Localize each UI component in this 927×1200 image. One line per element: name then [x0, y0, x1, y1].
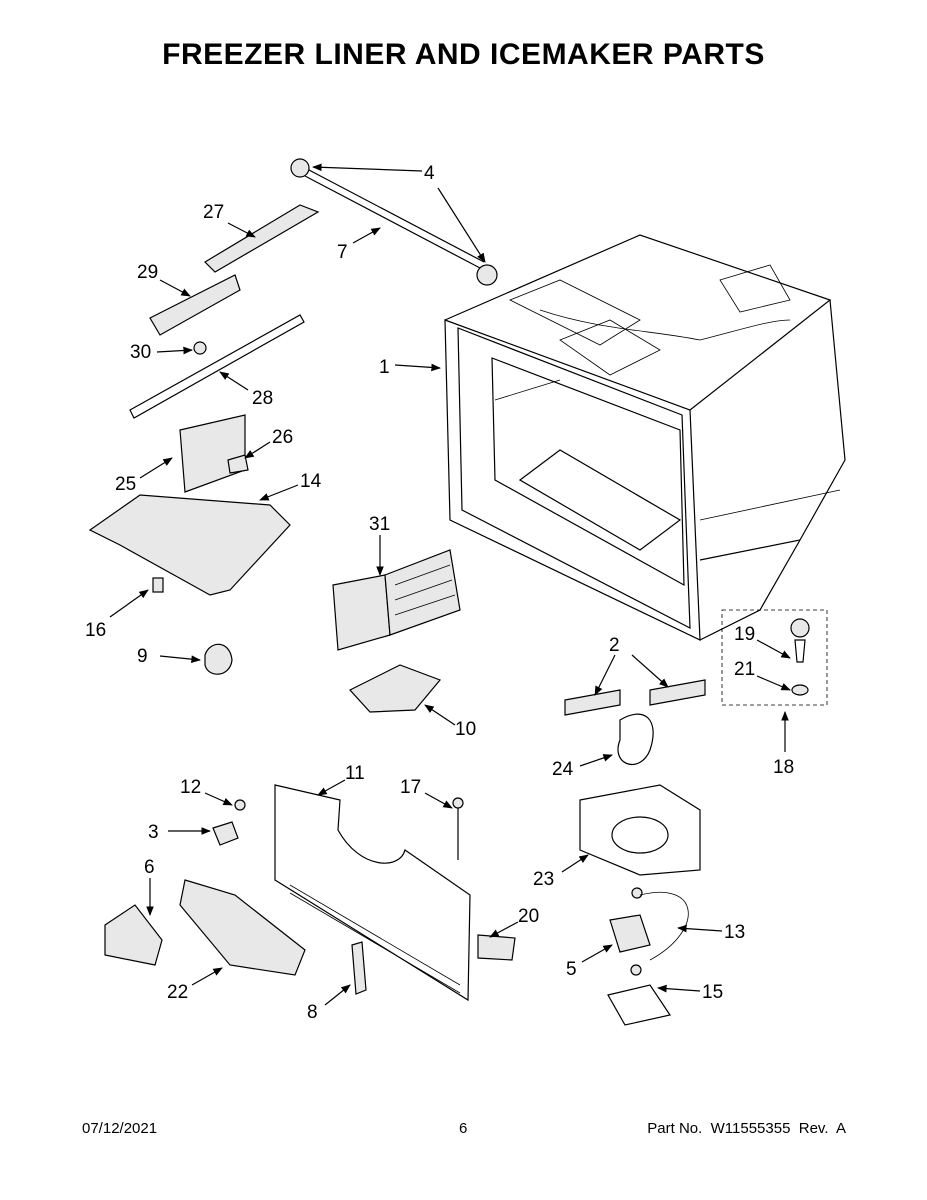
callout-8: 8: [307, 1002, 318, 1023]
footer-part-number: Part No. W11555355 Rev. A: [647, 1120, 846, 1137]
callout-23: 23: [533, 869, 554, 890]
callout-16: 16: [85, 620, 106, 641]
callout-4: 4: [424, 163, 435, 184]
callout-11: 11: [345, 763, 365, 784]
callout-27: 27: [203, 202, 224, 223]
callout-22: 22: [167, 982, 188, 1003]
callout-3: 3: [148, 822, 159, 843]
callout-25: 25: [115, 474, 136, 495]
callout-18: 18: [773, 757, 794, 778]
callout-12: 12: [180, 777, 201, 798]
callout-6: 6: [144, 857, 155, 878]
callout-10: 10: [455, 719, 476, 740]
callout-20: 20: [518, 906, 539, 927]
callout-26: 26: [272, 427, 293, 448]
callout-7: 7: [337, 242, 348, 263]
callout-29: 29: [137, 262, 158, 283]
callout-15: 15: [702, 982, 723, 1003]
gear-part: [290, 158, 498, 286]
icemaker-part: [332, 549, 461, 713]
callout-14: 14: [300, 471, 322, 492]
callout-5: 5: [566, 959, 577, 980]
callout-labels: 4 27 7 29 30 1 28 26 25 14 31 16 9 2 19 …: [85, 163, 794, 1023]
callout-24: 24: [552, 759, 574, 780]
page-title: FREEZER LINER AND ICEMAKER PARTS: [162, 38, 765, 71]
callout-31: 31: [369, 514, 390, 535]
callout-30: 30: [130, 342, 151, 363]
callout-1: 1: [379, 357, 390, 378]
callout-2: 2: [609, 635, 620, 656]
callout-13: 13: [724, 922, 745, 943]
shaft-part: [304, 169, 485, 269]
footer-date: 07/12/2021: [82, 1120, 158, 1137]
water-valve-kit: [721, 609, 828, 706]
dispenser-parts: [88, 414, 291, 675]
evaporator-fan-parts: [564, 679, 706, 1026]
leader-lines: [109, 163, 791, 1006]
callout-9: 9: [137, 646, 148, 667]
left-rail-parts: [129, 204, 320, 419]
callout-21: 21: [734, 659, 755, 680]
callout-28: 28: [252, 388, 273, 409]
footer-page-number: 6: [459, 1120, 468, 1137]
rear-cover-parts: [104, 784, 516, 1002]
callout-19: 19: [734, 624, 755, 645]
freezer-liner-part: [444, 234, 846, 641]
callout-17: 17: [400, 777, 421, 798]
